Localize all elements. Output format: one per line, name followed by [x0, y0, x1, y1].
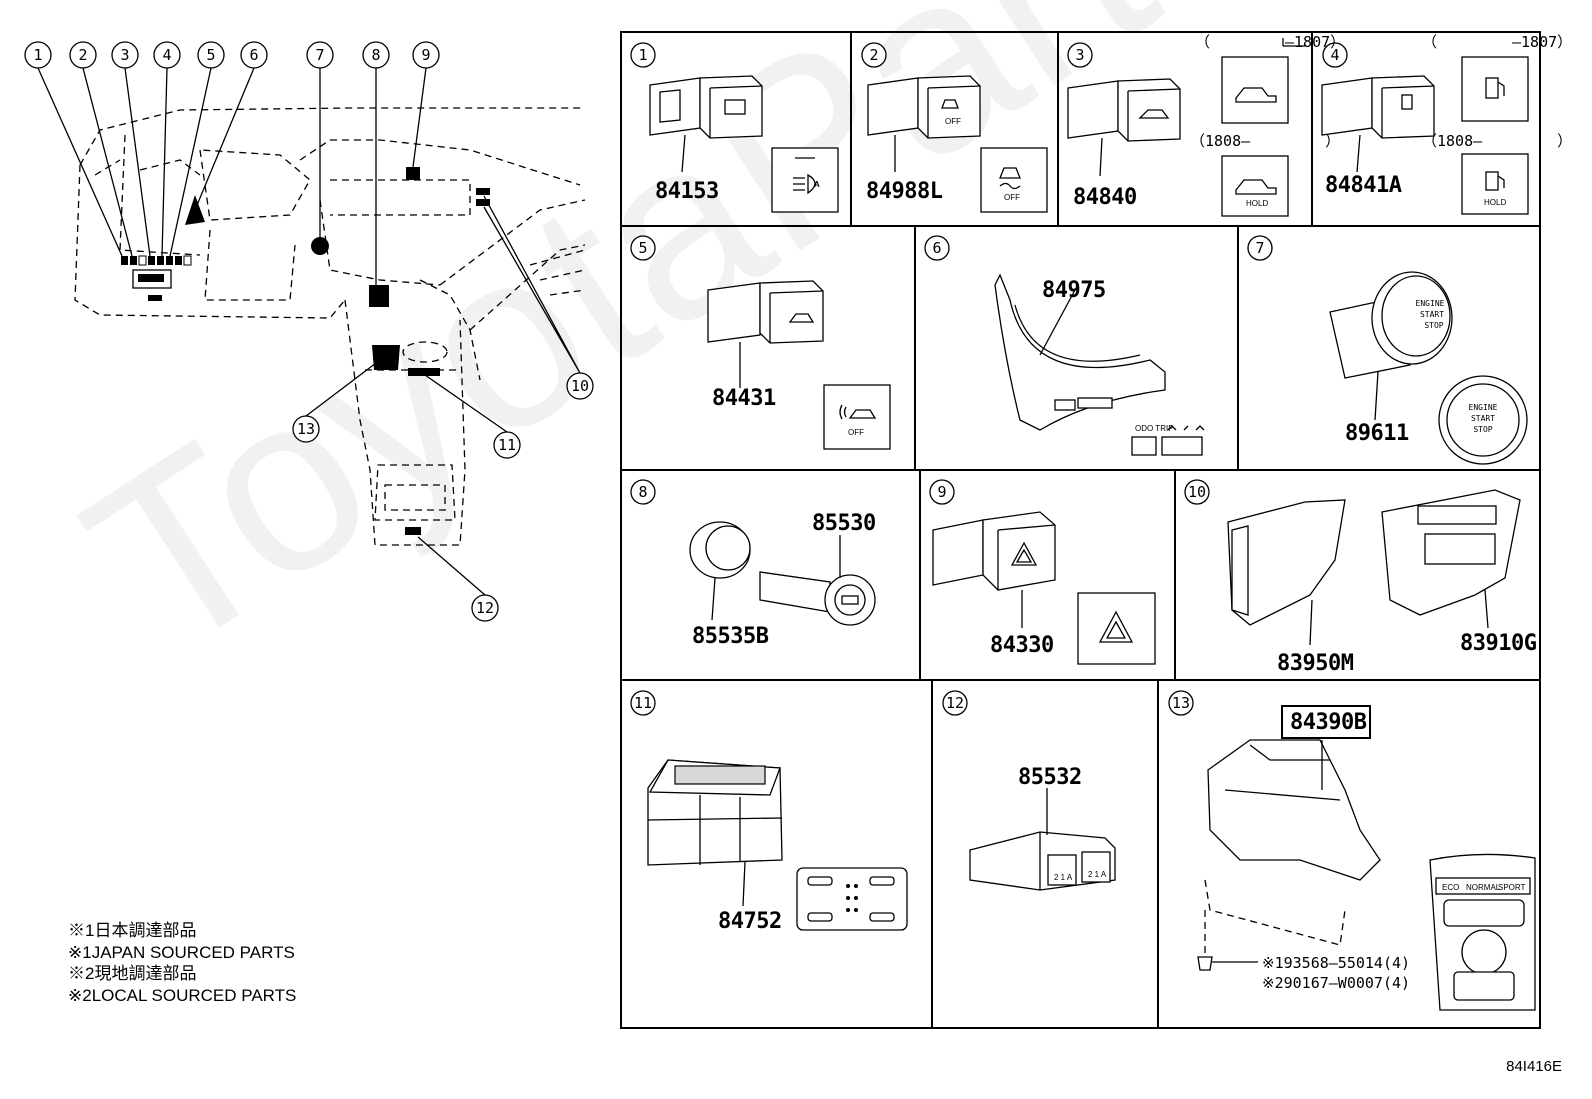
overview-callout-5: 5	[206, 46, 215, 64]
panel-84975-drawing: ODO TRIP	[994, 273, 1205, 456]
part-83950M: 83950M	[1277, 651, 1354, 676]
overview-callout-8: 8	[371, 46, 380, 64]
drive-mode-normal: NORMAL	[1466, 883, 1501, 892]
traction-off-icon-label: OFF	[1004, 193, 1020, 202]
note-2-jp: ※2現地調達部品	[68, 964, 197, 983]
stop-label-2: STOP	[1473, 425, 1492, 434]
cell-12-number: 12	[946, 694, 964, 712]
cell-3-number: 3	[1075, 46, 1084, 64]
part-84840: 84840	[1073, 185, 1137, 210]
cell-9-number: 9	[937, 483, 946, 501]
overview-callout-13: 13	[297, 420, 315, 438]
overview-callout-11: 11	[498, 436, 516, 454]
part-89611: 89611	[1345, 421, 1409, 446]
switch-84752-drawing	[647, 759, 908, 931]
part-84431: 84431	[712, 386, 776, 411]
cell-11-number: 11	[634, 694, 652, 712]
switch-84153-drawing: A	[649, 75, 839, 213]
cell-13-number: 13	[1172, 694, 1190, 712]
engine-label: ENGINE	[1416, 299, 1445, 308]
cell-4-range-b: （1808– ）	[1422, 132, 1572, 150]
overview-callout-7: 7	[315, 46, 324, 64]
cell-2-number: 2	[869, 46, 878, 64]
dashboard-overview	[37, 67, 586, 596]
cell-3-range-b: （1808– ）	[1190, 132, 1340, 150]
cell-8-number: 8	[638, 483, 647, 501]
start-label-2: START	[1471, 414, 1495, 423]
note-1-en: ※1JAPAN SOURCED PARTS	[68, 942, 295, 962]
odo-trip-label: ODO TRIP	[1135, 424, 1174, 433]
cell-1-number: 1	[638, 46, 647, 64]
switch-85532-drawing: 2 1 A 2 1 A	[969, 788, 1116, 891]
note-2-en: ※2LOCAL SOURCED PARTS	[68, 985, 297, 1005]
switch-84431-drawing: OFF	[707, 280, 891, 450]
overview-callout-12: 12	[476, 599, 494, 617]
part-84975: 84975	[1042, 278, 1106, 303]
drive-mode-sport: SPORT	[1498, 883, 1526, 892]
notes-block: ※1日本調達部品 ※1JAPAN SOURCED PARTS ※2現地調達部品 …	[68, 920, 296, 1006]
cell-7-number: 7	[1255, 239, 1264, 257]
cell-4-range-a: （ –1807）	[1422, 33, 1572, 51]
socket-85530-drawing	[689, 521, 876, 626]
screw-part-1: ※193568–55014(4)	[1262, 954, 1410, 972]
headlamp-a-icon: A	[814, 180, 820, 189]
seat-heat-icon-a: 2 1 A	[1054, 873, 1073, 882]
engine-label-2: ENGINE	[1469, 403, 1498, 412]
part-85535B: 85535B	[692, 624, 769, 649]
climate-panel-drawing	[1227, 489, 1521, 646]
start-button-89611-drawing	[1329, 271, 1528, 465]
part-84330: 84330	[990, 633, 1054, 658]
part-84752: 84752	[718, 909, 782, 934]
part-85530: 85530	[812, 511, 876, 536]
cell-5-number: 5	[638, 239, 647, 257]
overview-callout-2: 2	[78, 46, 87, 64]
cell-6-number: 6	[932, 239, 941, 257]
overview-callout-9: 9	[421, 46, 430, 64]
switch-84841a-drawing: HOLD	[1321, 56, 1529, 215]
console-84390b-drawing: ECO NORMAL SPORT	[1197, 739, 1536, 1011]
overview-callout-10: 10	[571, 377, 589, 395]
cell-3-range-a: （ –1807）	[1195, 33, 1345, 51]
clearance-off-label: OFF	[848, 428, 864, 437]
hazard-switch-84330-drawing	[932, 511, 1156, 665]
seat-heat-icon-b: 2 1 A	[1088, 870, 1107, 879]
figure-code: 84I416E	[1506, 1058, 1562, 1075]
cell-4-number: 4	[1330, 46, 1339, 64]
cell-10-number: 10	[1188, 483, 1206, 501]
overview-callouts	[24, 41, 594, 622]
switch-2-off-label: OFF	[945, 117, 961, 126]
overview-callout-1: 1	[33, 46, 42, 64]
drive-mode-eco: ECO	[1442, 883, 1459, 892]
part-85532: 85532	[1018, 765, 1082, 790]
switch-84988l-drawing: OFF OFF	[867, 75, 1048, 213]
parts-grid	[620, 31, 1541, 1029]
part-84390B: 84390B	[1290, 710, 1367, 735]
trunk-hold-label: HOLD	[1246, 199, 1268, 208]
highlight-box	[1281, 705, 1371, 739]
part-84153: 84153	[655, 179, 719, 204]
part-84841A: 84841A	[1325, 173, 1402, 198]
fuel-hold-label: HOLD	[1484, 198, 1506, 207]
part-83910G: 83910G	[1460, 631, 1537, 656]
overview-callout-6: 6	[249, 46, 258, 64]
stop-label: STOP	[1424, 321, 1443, 330]
screw-part-2: ※290167–W0007(4)	[1262, 974, 1410, 992]
start-label: START	[1420, 310, 1444, 319]
overview-callout-4: 4	[162, 46, 171, 64]
switch-84840-drawing: HOLD	[1067, 38, 1305, 217]
overview-callout-3: 3	[120, 46, 129, 64]
cell-number-circles	[630, 42, 1348, 716]
part-84988L: 84988L	[866, 179, 943, 204]
note-1-jp: ※1日本調達部品	[68, 921, 197, 940]
